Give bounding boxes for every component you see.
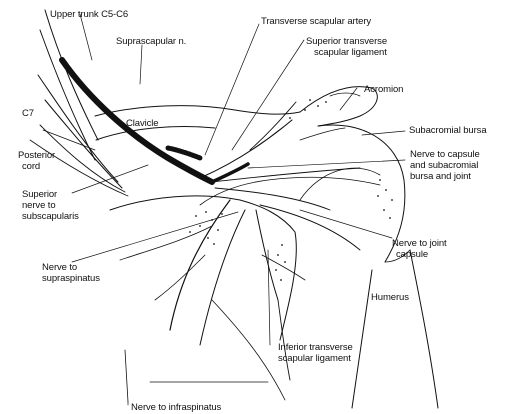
- label-posterior-cord: Posterior cord: [18, 150, 55, 172]
- transverse-scapular-artery: [168, 148, 200, 158]
- label-upper-trunk: Upper trunk C5-C6: [50, 9, 128, 20]
- label-suprascapular-nerve: Suprascapular n.: [116, 36, 186, 47]
- label-superior-transverse-scapular-ligament: Superior transverse scapular ligament: [306, 36, 387, 58]
- label-subacromial-bursa: Subacromial bursa: [409, 125, 487, 136]
- label-clavicle: Clavicle: [126, 118, 158, 129]
- label-superior-nerve-to-subscapularis: Superior nerve to subscapularis: [22, 189, 79, 222]
- label-humerus: Humerus: [371, 292, 409, 303]
- label-nerve-to-joint-capsule: Nerve to joint capsule: [392, 238, 447, 260]
- clavicle-outline: [95, 106, 300, 116]
- label-c7: C7: [22, 108, 34, 119]
- humerus-shaft: [352, 270, 372, 408]
- label-inferior-transverse-scapular-ligament: Inferior transverse scapular ligament: [278, 342, 353, 364]
- stipple-shading: [189, 99, 393, 281]
- label-transverse-scapular-artery: Transverse scapular artery: [261, 16, 371, 27]
- label-nerve-to-capsule: Nerve to capsule and subacromial bursa a…: [410, 149, 480, 182]
- scapular-spine: [200, 177, 380, 205]
- label-nerve-to-supraspinatus: Nerve to supraspinatus: [42, 262, 100, 284]
- label-acromion: Acromion: [364, 84, 403, 95]
- label-nerve-to-infraspinatus: Nerve to infraspinatus: [131, 402, 221, 413]
